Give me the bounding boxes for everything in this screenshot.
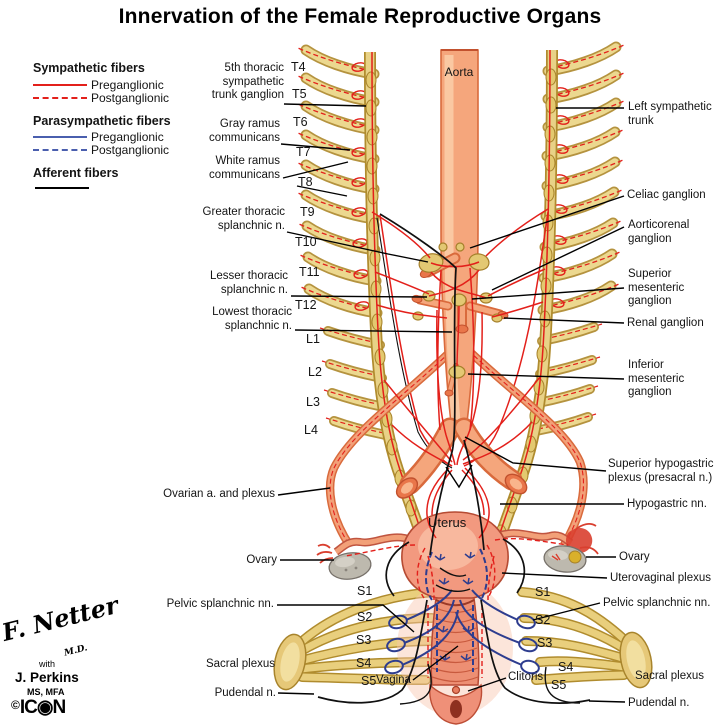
label-pelvic-splanchnic-right: Pelvic splanchnic nn. (603, 597, 711, 609)
label-vagina: Vagina (376, 674, 411, 686)
label-superior-hypogastric-plexus: Superior hypogastric plexus (presacral n… (608, 458, 714, 484)
sacral-label-right-s3: S3 (537, 636, 553, 650)
label-sacral-plexus-left: Sacral plexus (205, 658, 275, 670)
icon-logo-bullseye: ◉ (36, 697, 54, 718)
left-ovary (328, 552, 372, 580)
label-ovarian-artery-plexus: Ovarian a. and plexus (163, 488, 275, 500)
vertebra-label-l3: L3 (306, 395, 320, 409)
legend-parasympathetic-preganglionic-label: Preganglionic (91, 130, 164, 144)
legend-sympathetic-heading: Sympathetic fibers (33, 61, 145, 75)
sacral-label-left-s1: S1 (357, 584, 373, 598)
ovarian-arteries (325, 346, 588, 549)
copyright-symbol: © (11, 698, 20, 712)
label-ovary-left: Ovary (246, 554, 277, 566)
icon-logo: ©IC◉N (11, 696, 66, 719)
sacral-label-right-s1: S1 (535, 585, 551, 599)
label-gray-ramus-communicans: Gray ramus communicans (209, 118, 280, 144)
vagina (430, 597, 480, 686)
legend-sympathetic-postganglionic-label: Postganglionic (91, 91, 170, 105)
legend-line-parasympathetic-postganglionic (33, 149, 87, 151)
label-aorta: Aorta (444, 65, 474, 79)
label-superior-mesenteric-ganglion: Superior mesenteric ganglion (628, 268, 685, 307)
legend-line-sympathetic-postganglionic (33, 97, 87, 99)
right-sacral-plexus (517, 587, 653, 689)
right-ovary (543, 545, 587, 573)
vertebra-label-t6: T6 (293, 115, 308, 129)
label-pudendal-left: Pudendal n. (214, 687, 276, 699)
label-lowest-thoracic-splanchnic: Lowest thoracic splanchnic n. (212, 306, 292, 332)
label-aorticorenal-ganglion: Aorticorenal ganglion (628, 219, 690, 245)
clitoris (451, 685, 461, 695)
legend-line-afferent (35, 187, 89, 189)
fallopian-tubes (316, 523, 599, 564)
vertebra-label-t10: T10 (295, 235, 317, 249)
sacral-label-left-s5: S5 (361, 674, 377, 688)
label-uterovaginal-plexus: Uterovaginal plexus (610, 572, 712, 584)
vertebra-label-t9: T9 (300, 205, 315, 219)
label-white-ramus-communicans: White ramus communicans (209, 155, 280, 181)
label-ovary-right: Ovary (619, 551, 650, 563)
afferent-nerves-black (317, 213, 591, 705)
signature-conjunction: with (39, 659, 56, 669)
icon-logo-suffix: N (52, 697, 66, 718)
legend-sympathetic-preganglionic-label: Preganglionic (91, 78, 164, 92)
hypogastric-nerves (426, 467, 495, 601)
label-sacral-plexus-right: Sacral plexus (635, 670, 705, 682)
legend-parasympathetic-postganglionic-label: Postganglionic (91, 143, 170, 157)
vertebra-label-t4: T4 (291, 60, 306, 74)
sacral-label-right-s5: S5 (551, 678, 567, 692)
label-uterus: Uterus (428, 515, 467, 530)
vertebra-label-l1: L1 (306, 332, 320, 346)
label-lesser-thoracic-splanchnic: Lesser thoracic splanchnic n. (210, 270, 288, 296)
label-hypogastric-nerves: Hypogastric nn. (627, 498, 707, 510)
left-sympathetic-trunk (364, 51, 434, 558)
leader-lines (277, 103, 626, 703)
label-clitoris: Clitoris (508, 671, 544, 683)
sacral-label-right-s2: S2 (535, 613, 551, 627)
vertebra-label-l2: L2 (308, 365, 322, 379)
legend-line-parasympathetic-preganglionic (33, 136, 87, 138)
pelvic-splanchnic-nerves-blue (384, 548, 540, 675)
sympathetic-nerve-web (371, 208, 549, 467)
label-inferior-mesenteric-ganglion: Inferior mesenteric ganglion (628, 359, 685, 398)
vertebra-label-t12: T12 (295, 298, 317, 312)
vertebra-label-l4: L4 (304, 423, 318, 437)
sacral-label-left-s3: S3 (356, 633, 372, 647)
vertebra-label-t7: T7 (296, 145, 311, 159)
label-pudendal-right: Pudendal n. (628, 697, 690, 709)
label-greater-thoracic-splanchnic: Greater thoracic splanchnic n. (202, 206, 285, 232)
vertebra-label-t5: T5 (292, 87, 307, 101)
vertebra-label-t11: T11 (299, 265, 320, 279)
coartist-degree: MS, MFA (27, 687, 65, 697)
sacral-label-left-s4: S4 (356, 656, 372, 670)
legend-parasympathetic-heading: Parasympathetic fibers (33, 114, 171, 128)
left-sacral-plexus (273, 587, 439, 691)
icon-logo-prefix: IC (19, 697, 38, 718)
label-5th-thoracic-trunk-ganglion: 5th thoracic sympathetic trunk ganglion (211, 62, 284, 101)
label-celiac-ganglion: Celiac ganglion (627, 189, 706, 201)
aorta (395, 49, 528, 499)
label-pelvic-splanchnic-left: Pelvic splanchnic nn. (166, 598, 274, 610)
label-renal-ganglion: Renal ganglion (627, 317, 704, 329)
coartist-name: J. Perkins (15, 670, 79, 685)
vulva (429, 683, 483, 725)
page-title: Innervation of the Female Reproductive O… (118, 5, 602, 28)
label-left-sympathetic-trunk: Left sympathetic trunk (628, 101, 712, 127)
legend-line-sympathetic-preganglionic (33, 84, 87, 86)
sacral-label-right-s4: S4 (558, 660, 574, 674)
sacral-label-left-s2: S2 (357, 610, 373, 624)
legend-afferent-heading: Afferent fibers (33, 166, 119, 180)
vertebra-label-t8: T8 (298, 175, 313, 189)
